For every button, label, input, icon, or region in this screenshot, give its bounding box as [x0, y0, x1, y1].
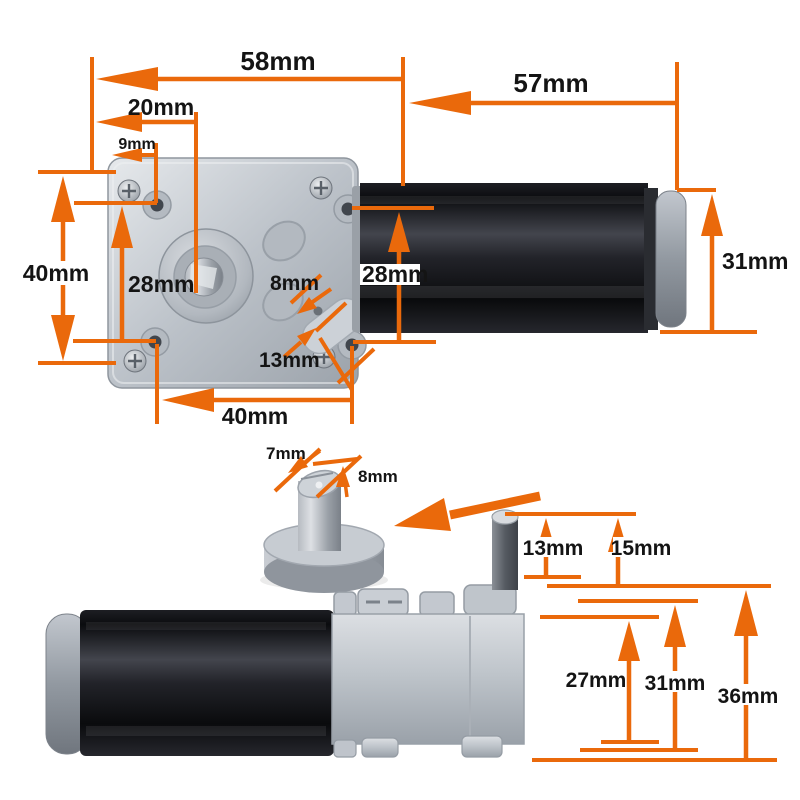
dim-label-15mm-side: 15mm — [611, 537, 672, 560]
dimension-7mm — [288, 449, 322, 473]
bottom-foot — [361, 737, 399, 758]
motor-front — [352, 183, 687, 333]
dimension-31mm-side — [664, 605, 686, 750]
arrowhead-up-icon — [701, 194, 723, 236]
arrowhead-up-icon — [388, 212, 410, 252]
label-masks — [26, 261, 780, 705]
shaft-closeup-photo — [260, 469, 388, 593]
bottom-tab — [333, 739, 357, 758]
dim-label-40mm-bottom: 40mm — [222, 403, 288, 429]
dimension-27mm-side — [618, 621, 640, 742]
arrowhead-left-icon — [394, 498, 451, 531]
screw-icon — [123, 349, 147, 373]
dim-label-57mm: 57mm — [513, 68, 588, 98]
dim-label-8mm-shaft: 8mm — [358, 467, 398, 486]
top-screw-boss — [419, 591, 455, 617]
dim-label-27mm-side: 27mm — [566, 669, 627, 692]
oval-indent — [262, 220, 306, 262]
dim-label-13mm-side: 13mm — [523, 537, 584, 560]
dim-label-9mm: 9mm — [118, 136, 155, 153]
closeup-pointer-arrow — [394, 491, 541, 531]
dimension-36mm-side — [734, 590, 758, 760]
dimension-28mm-left — [73, 201, 157, 343]
gearbox-side-body — [331, 613, 525, 745]
dimension-13mm-top — [282, 328, 376, 392]
top-screw-boss — [333, 591, 357, 617]
dim-label-31mm-side: 31mm — [645, 672, 706, 695]
dimension-annotations-closeup — [273, 447, 541, 531]
dim-label-31mm-right: 31mm — [722, 248, 788, 274]
arrowhead-icon — [297, 297, 317, 314]
dim-label-28mm-left: 28mm — [128, 271, 194, 297]
dimension-9mm — [112, 148, 155, 162]
arrowhead-up-icon — [618, 621, 640, 661]
arrowhead-up-icon — [734, 590, 758, 636]
closeup-shaft-d-flat — [300, 472, 334, 480]
dim-label-40mm-left: 40mm — [23, 260, 89, 286]
motor-end-cap — [655, 190, 687, 328]
oval-indent — [262, 282, 304, 322]
tick-line — [289, 273, 323, 305]
arrowhead-icon — [297, 328, 316, 346]
arrowhead-left-icon — [409, 91, 471, 115]
arrowhead-left-icon — [96, 67, 158, 91]
dimension-31mm-right — [660, 188, 757, 334]
dimension-8mm-top — [289, 273, 348, 333]
arrowhead-icon — [288, 456, 308, 473]
arrowhead-up-icon — [336, 466, 350, 487]
dimension-labels: 58mm 57mm 20mm 9mm 40mm 28mm 28mm 31mm 8… — [23, 46, 789, 708]
dim-label-13mm-top: 13mm — [259, 349, 320, 372]
bottom-foot — [461, 735, 503, 758]
tick-line — [318, 336, 354, 392]
dimension-58mm — [96, 67, 401, 91]
dim-label-36mm-side: 36mm — [718, 685, 779, 708]
dimension-57mm — [409, 91, 675, 115]
dimension-40mm-bottom — [155, 344, 354, 424]
tick-line — [315, 454, 363, 499]
dim-label-20mm: 20mm — [128, 94, 194, 120]
dimension-28mm-right — [352, 206, 436, 344]
arrowhead-up-icon — [51, 176, 75, 222]
dimension-40mm-left — [38, 170, 116, 365]
motor-side — [45, 610, 334, 756]
arrowhead-left-icon — [162, 388, 214, 412]
side-output-shaft — [492, 514, 518, 590]
tick-line — [314, 301, 348, 333]
motor-side-body — [80, 610, 334, 756]
gearbox-side — [331, 509, 525, 758]
arrowhead-down-icon — [51, 315, 75, 361]
dim-label-28mm-right: 28mm — [362, 261, 428, 287]
screw-icon — [117, 179, 141, 203]
dim-label-58mm: 58mm — [240, 46, 315, 76]
motor-end-ring — [644, 188, 658, 330]
dimension-20mm — [96, 112, 194, 132]
arrowhead-left-icon — [112, 148, 142, 162]
arrowhead-up-icon — [111, 206, 133, 248]
tick-line — [312, 457, 358, 466]
arrowhead-up-icon — [664, 605, 686, 647]
dimension-8mm-shaft — [336, 466, 350, 498]
dimension-annotations-front — [38, 57, 757, 424]
side-view-photo — [45, 509, 525, 758]
dim-label-8mm-top: 8mm — [270, 272, 319, 295]
dim-label-7mm: 7mm — [266, 444, 306, 463]
gearbox-front — [107, 157, 367, 389]
closeup-shaft-center — [315, 481, 323, 489]
screw-icon — [309, 176, 333, 200]
motor-body — [360, 183, 648, 333]
arrowhead-left-icon — [96, 112, 142, 132]
